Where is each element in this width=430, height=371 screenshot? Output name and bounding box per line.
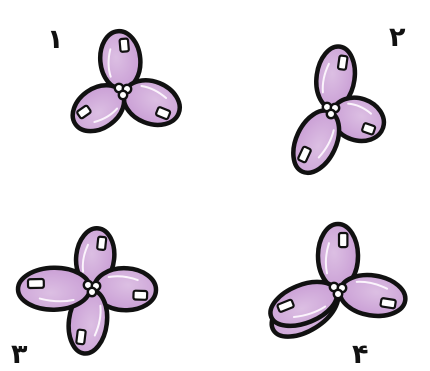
figure-1-lobes <box>64 29 186 140</box>
figure-4-number: ۴ <box>352 339 368 370</box>
figure-4 <box>263 224 408 347</box>
node-loop <box>119 91 127 99</box>
lobe-window <box>339 233 347 247</box>
figure-1 <box>64 29 186 140</box>
lobe-window <box>28 279 44 288</box>
lobe-window <box>380 298 396 309</box>
figure-2-number: ۲ <box>389 22 406 53</box>
figure-3-lobes <box>18 226 157 355</box>
figure-2-lobes <box>284 44 390 180</box>
lobe-window <box>97 237 106 251</box>
figure-3 <box>18 226 157 355</box>
node-loop <box>327 110 335 118</box>
node-loop <box>334 290 342 298</box>
figure-3-lobe-4 <box>18 267 91 310</box>
figure-4-lobe-2 <box>337 271 408 321</box>
lobe-window <box>133 291 147 300</box>
lobe-body <box>337 271 408 321</box>
lobe-window <box>338 55 348 70</box>
lobe-window <box>76 329 86 344</box>
figure-2 <box>284 44 390 180</box>
figure-3-number: ۳ <box>11 339 28 370</box>
lobe-window <box>119 38 128 51</box>
figure-1-number: ۱ <box>47 24 63 55</box>
figure-4-lobes <box>263 224 408 347</box>
node-loop <box>88 288 96 296</box>
